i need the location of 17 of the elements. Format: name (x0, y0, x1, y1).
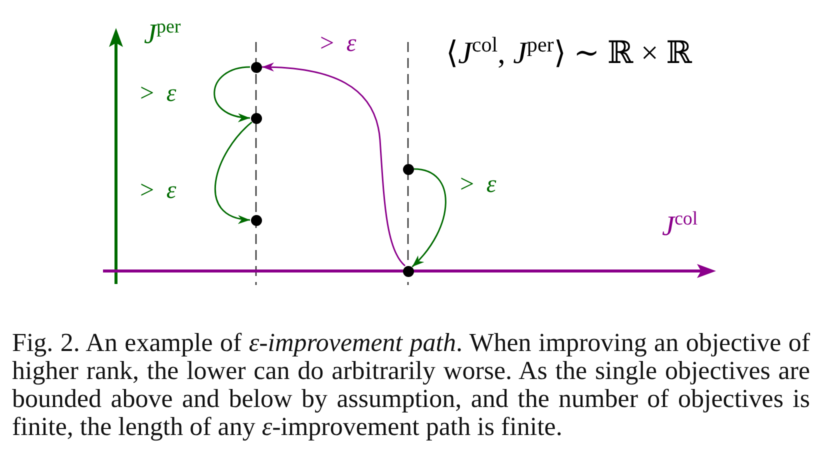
dot-icon (402, 164, 414, 174)
dot-icon (402, 266, 414, 276)
arrow (262, 62, 406, 266)
dot-icon (250, 214, 262, 226)
axis-label: J$^{per}$ (144, 20, 181, 51)
arrow (214, 122, 252, 223)
figure-caption: Fig. 2. An example of ε-improvement path. When improving an objective of higher rank, the lower can do arbitrarily worse. As the single objectives are bounded above and below by assumption, and the number of objectives is finite, the length of any ε-improvement path is finite. (12, 329, 810, 441)
dot-icon (250, 112, 262, 124)
axis-label: J$^{col}$ (662, 212, 698, 243)
arrow (214, 66, 250, 122)
edge-label: > ε (320, 30, 356, 58)
dot-icon (250, 62, 262, 72)
edge-label: > ε (140, 177, 176, 204)
arrow (412, 168, 446, 268)
edge-label: > ε (460, 171, 496, 198)
math-formula: ⟨J$^{col}$, J$^{per}$⟩ ∼ ℝ × ℝ (446, 36, 692, 70)
edge-label: > ε (140, 80, 176, 108)
